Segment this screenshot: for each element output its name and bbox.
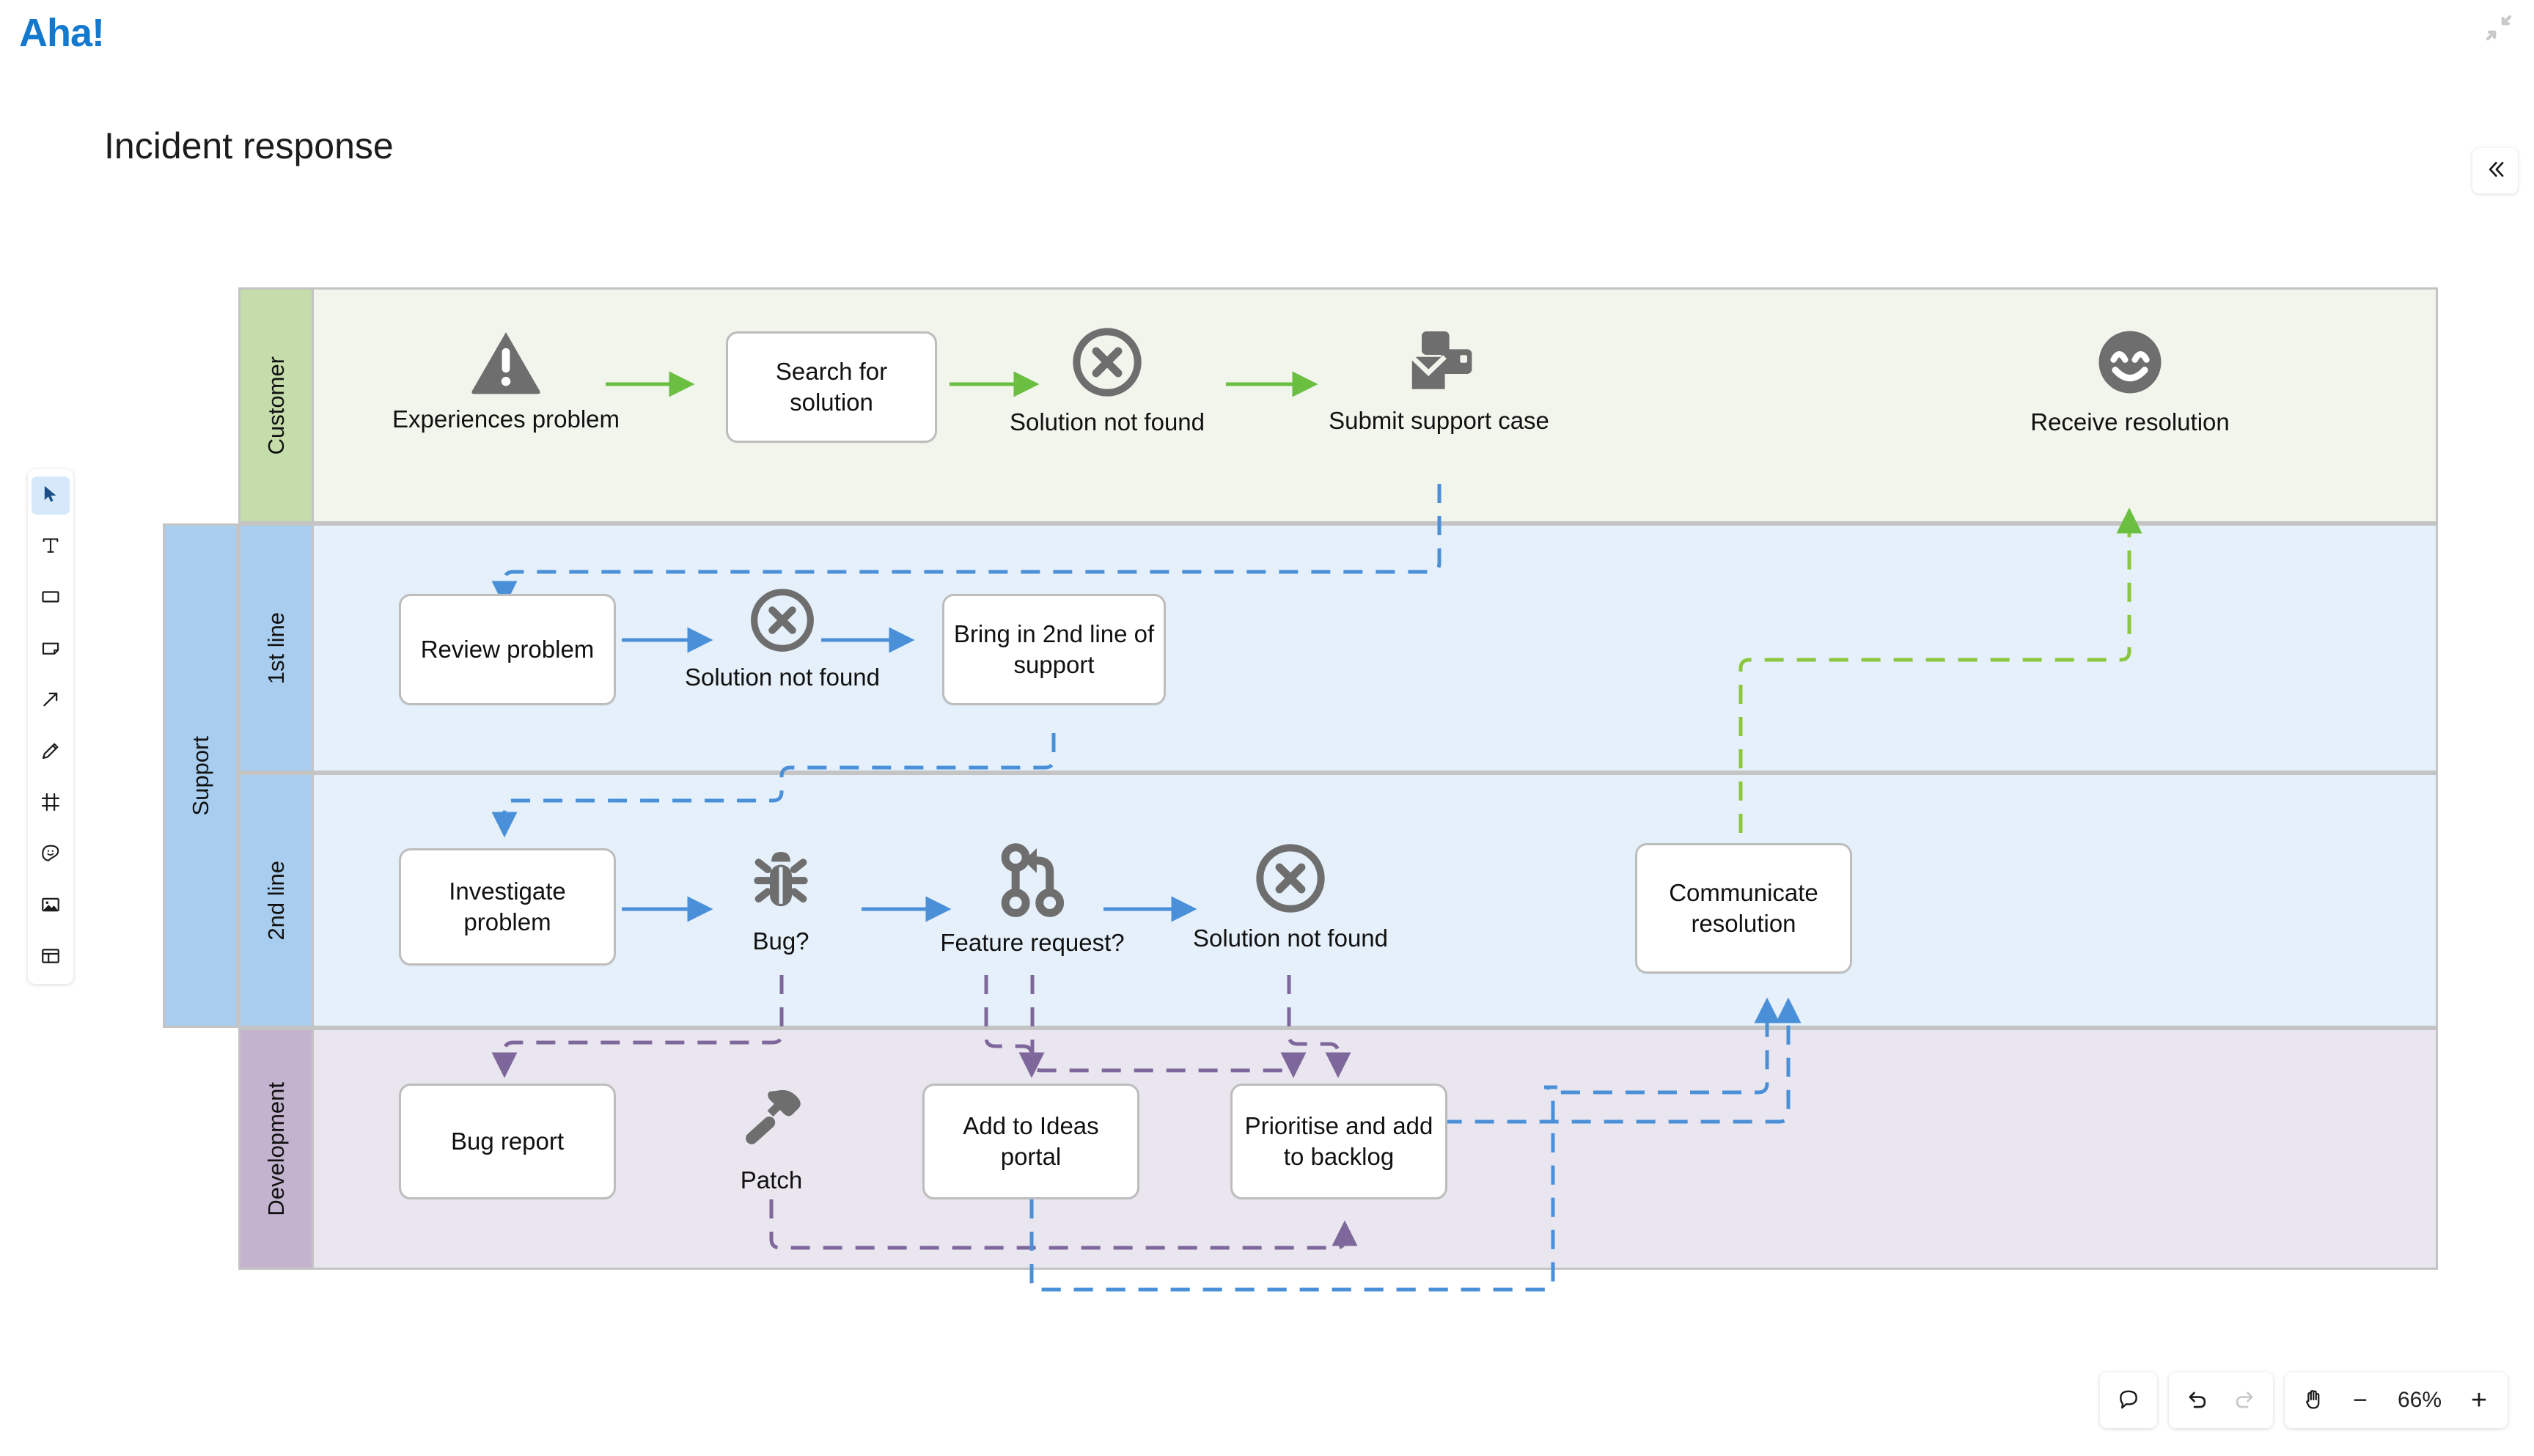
node-feature-request[interactable]: Feature request?	[917, 842, 1148, 957]
lane-header-customer-label: Customer	[262, 356, 289, 455]
lane-header-first-line[interactable]: 1st line	[238, 523, 314, 773]
undo-button[interactable]	[2176, 1379, 2219, 1422]
page-title: Incident response	[104, 125, 394, 166]
tool-rail[interactable]	[28, 469, 73, 984]
node-bring-in-2nd-line-label: Bring in 2nd line of support	[953, 619, 1155, 678]
node-review-problem-label: Review problem	[420, 635, 595, 663]
sticker-smiley-icon	[40, 843, 61, 867]
text-t-icon	[40, 535, 61, 559]
node-bug-question[interactable]: Bug?	[715, 845, 847, 955]
lane-header-customer[interactable]: Customer	[238, 287, 314, 523]
comment-group[interactable]	[2100, 1372, 2157, 1428]
shape-tool[interactable]	[32, 579, 70, 617]
comment-button[interactable]	[2107, 1379, 2150, 1422]
node-receive-resolution[interactable]: Receive resolution	[2009, 326, 2251, 436]
node-investigate-problem-label: Investigate problem	[449, 877, 566, 935]
chevron-double-left-icon	[2484, 158, 2506, 184]
node-search-for-solution-label: Search for solution	[775, 357, 888, 416]
pan-button[interactable]	[2292, 1379, 2335, 1422]
warning-triangle-icon	[367, 328, 645, 400]
text-tool[interactable]	[32, 528, 70, 566]
image-icon	[40, 894, 61, 919]
smiley-face-icon	[2009, 326, 2251, 402]
node-submit-support-case-label: Submit support case	[1329, 407, 1549, 434]
frame-icon	[40, 792, 61, 816]
node-solution-not-found-second-line[interactable]: Solution not found	[1166, 842, 1415, 952]
support-case-icon	[1312, 327, 1565, 401]
node-communicate-resolution-label: Communicate resolution	[1669, 878, 1818, 937]
node-communicate-resolution[interactable]: Communicate resolution	[1635, 843, 1852, 974]
lane-header-second-line[interactable]: 2nd line	[238, 773, 314, 1028]
comment-bubble-icon	[2117, 1388, 2140, 1413]
node-investigate-problem[interactable]: Investigate problem	[399, 848, 616, 966]
lane-group-header-support-label: Support	[187, 735, 213, 816]
node-feature-request-label: Feature request?	[940, 929, 1125, 956]
history-group[interactable]	[2169, 1372, 2273, 1428]
node-review-problem[interactable]: Review problem	[399, 594, 616, 705]
lane-header-first-line-label: 1st line	[262, 611, 289, 685]
node-solution-not-found-second-line-label: Solution not found	[1192, 924, 1389, 952]
sticky-note-icon	[40, 638, 61, 662]
zoom-group[interactable]: − 66% +	[2285, 1372, 2508, 1428]
lane-header-development[interactable]: Development	[238, 1028, 314, 1270]
template-tool[interactable]	[32, 938, 70, 977]
aha-logo[interactable]: Aha!	[19, 11, 105, 55]
x-circle-icon	[1166, 842, 1415, 919]
node-solution-not-found-customer[interactable]: Solution not found	[983, 326, 1232, 436]
zoom-in-button[interactable]: +	[2458, 1379, 2500, 1422]
lane-header-development-label: Development	[262, 1081, 289, 1216]
node-submit-support-case[interactable]: Submit support case	[1312, 327, 1565, 435]
note-tool[interactable]	[32, 630, 70, 669]
node-add-to-ideas-portal[interactable]: Add to Ideas portal	[922, 1084, 1139, 1199]
bug-icon	[715, 845, 847, 922]
sticker-tool[interactable]	[32, 836, 70, 874]
node-patch[interactable]: Patch	[705, 1084, 837, 1194]
node-solution-not-found-first-line[interactable]: Solution not found	[658, 587, 907, 691]
layout-template-icon	[40, 946, 61, 970]
node-add-to-ideas-portal-label: Add to Ideas portal	[963, 1111, 1099, 1170]
pencil-icon	[40, 740, 61, 765]
select-tool[interactable]	[32, 477, 70, 515]
exit-fullscreen-icon[interactable]	[2484, 13, 2513, 43]
x-circle-icon	[658, 587, 907, 658]
node-receive-resolution-label: Receive resolution	[2030, 408, 2230, 435]
zoom-level-label: 66%	[2397, 1388, 2442, 1412]
node-bring-in-2nd-line[interactable]: Bring in 2nd line of support	[942, 594, 1166, 705]
node-solution-not-found-customer-label: Solution not found	[1009, 408, 1205, 435]
cursor-arrow-icon	[40, 484, 61, 508]
panel-collapse-button[interactable]	[2472, 148, 2518, 194]
hammer-icon	[705, 1084, 837, 1161]
node-bug-report-label: Bug report	[450, 1127, 565, 1155]
image-tool[interactable]	[32, 887, 70, 925]
node-patch-label: Patch	[740, 1166, 803, 1194]
node-prioritise-add-backlog[interactable]: Prioritise and add to backlog	[1230, 1084, 1447, 1199]
pen-tool[interactable]	[32, 733, 70, 771]
arrow-tool[interactable]	[32, 682, 70, 720]
redo-button[interactable]	[2223, 1379, 2266, 1422]
rectangle-icon	[40, 587, 61, 611]
canvas-controls[interactable]: − 66% +	[2100, 1372, 2508, 1428]
node-bug-report[interactable]: Bug report	[399, 1084, 616, 1199]
lane-group-header-support[interactable]: Support	[163, 523, 238, 1028]
node-search-for-solution[interactable]: Search for solution	[726, 331, 937, 443]
redo-arrow-icon	[2233, 1388, 2256, 1413]
git-branch-icon	[917, 842, 1148, 923]
hand-pan-icon	[2302, 1388, 2325, 1413]
zoom-out-button[interactable]: −	[2339, 1379, 2381, 1422]
node-experiences-problem-label: Experiences problem	[392, 405, 620, 433]
node-prioritise-add-backlog-label: Prioritise and add to backlog	[1244, 1111, 1433, 1170]
frame-tool[interactable]	[32, 784, 70, 823]
node-solution-not-found-first-line-label: Solution not found	[684, 663, 881, 691]
arrow-up-right-icon	[40, 689, 61, 713]
x-circle-icon	[983, 326, 1232, 402]
lane-header-second-line-label: 2nd line	[262, 860, 289, 941]
node-experiences-problem[interactable]: Experiences problem	[367, 328, 645, 433]
undo-arrow-icon	[2186, 1388, 2209, 1413]
node-bug-question-label: Bug?	[752, 927, 809, 955]
